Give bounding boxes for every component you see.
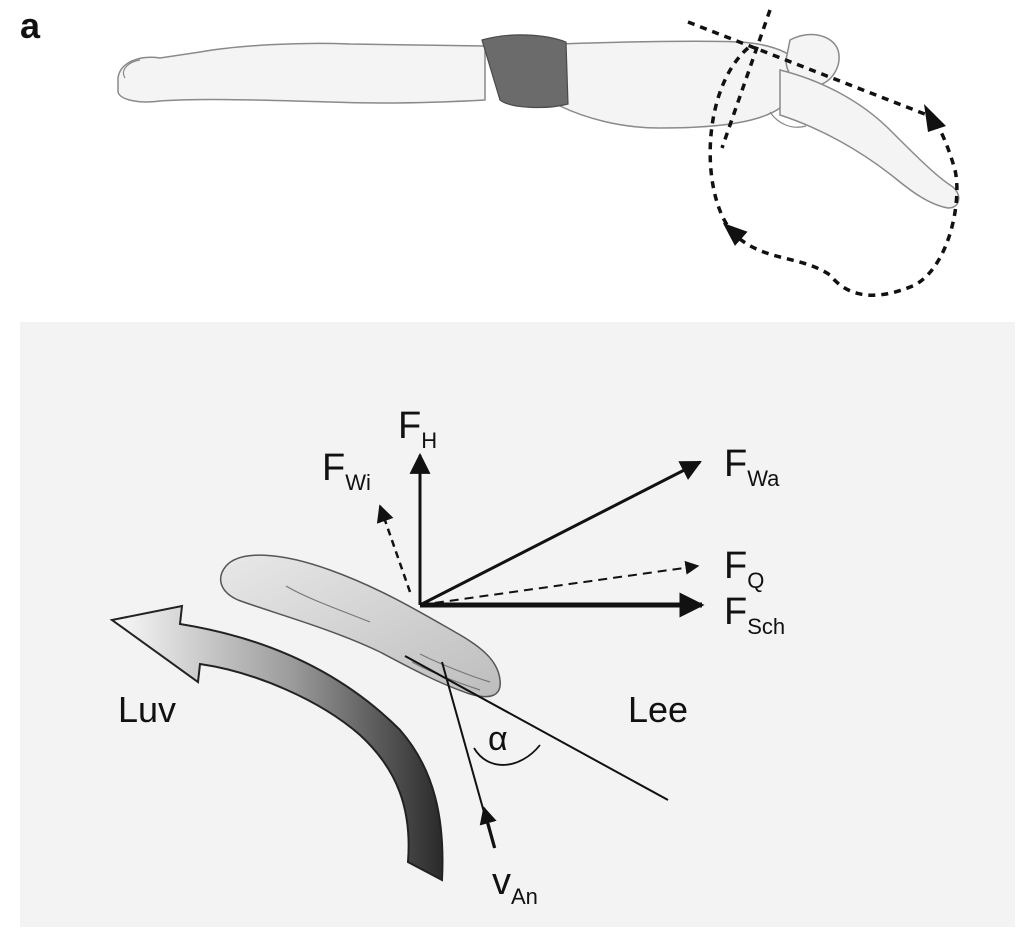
panel-label: a bbox=[20, 5, 41, 46]
swimmer-illustration bbox=[117, 33, 960, 209]
lift-force-label: FH bbox=[398, 405, 437, 453]
force-vectors bbox=[376, 452, 705, 618]
chord-line bbox=[404, 655, 669, 801]
thrust-force-label: FSch bbox=[724, 591, 785, 639]
angle-of-attack-arc bbox=[473, 744, 541, 766]
stroke-arrow-icon bbox=[722, 222, 748, 246]
velocity-label: vAn bbox=[492, 861, 538, 909]
drag-force-label: FWa bbox=[724, 443, 780, 491]
stream-flow-arrow bbox=[109, 604, 444, 882]
stroke-arrow-icon bbox=[924, 104, 946, 132]
induced-drag-label: FWi bbox=[322, 447, 371, 495]
drag-force-arrow bbox=[419, 460, 702, 607]
induced-drag-arrow bbox=[376, 504, 412, 593]
windward-label: Luv bbox=[118, 689, 176, 730]
hand-illustration bbox=[219, 554, 501, 698]
leeward-label: Lee bbox=[628, 689, 688, 730]
transverse-force-arrow bbox=[419, 560, 700, 606]
inflow-velocity-arrow bbox=[479, 806, 497, 849]
angle-label: α bbox=[488, 720, 508, 758]
arm-stroke-trajectory bbox=[687, 9, 959, 297]
transverse-force-label: FQ bbox=[724, 545, 764, 593]
